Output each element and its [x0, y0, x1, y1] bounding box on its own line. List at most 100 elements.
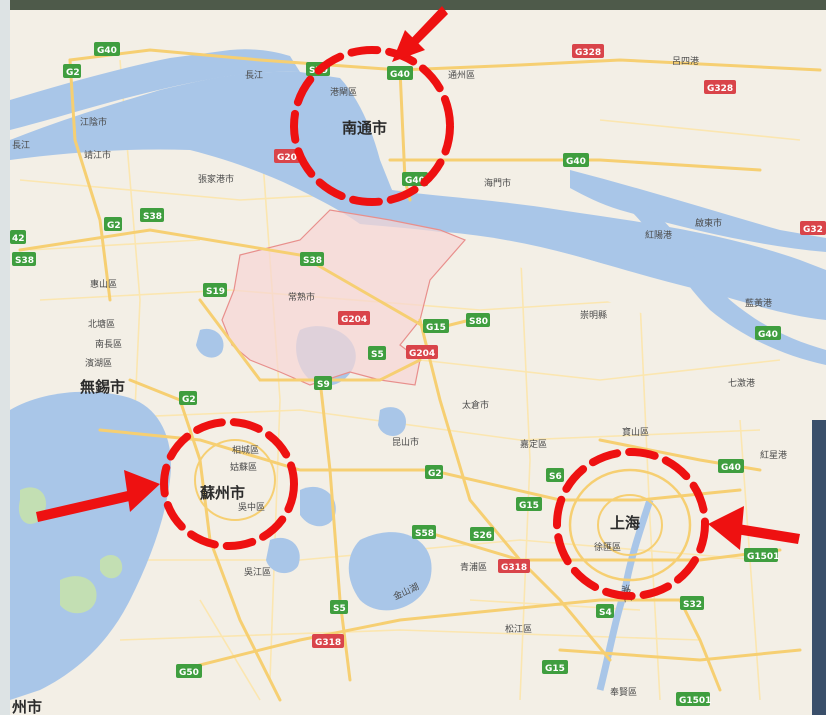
- shield-s80: S80: [466, 313, 490, 327]
- lake-dianshan: [348, 532, 432, 611]
- city-label-minor: 姑蘇區: [230, 461, 257, 473]
- lake-island-b: [100, 555, 123, 579]
- river-east-branch: [630, 200, 826, 365]
- shield-s4: S4: [596, 604, 614, 618]
- city-label-minor: 南長區: [95, 338, 122, 350]
- city-label-minor: 太倉市: [462, 399, 489, 411]
- city-label-minor: 港閘區: [330, 86, 357, 98]
- shield-g204: G204: [338, 311, 370, 325]
- svg-text:G40: G40: [566, 157, 586, 167]
- annotation-circles: [160, 46, 709, 600]
- national-road-shields: G328 G328 G204 G204 G318 G318 G20 G32: [274, 44, 826, 648]
- svg-text:G204: G204: [409, 349, 435, 359]
- svg-text:G328: G328: [575, 48, 601, 58]
- shield-s9: S9: [314, 376, 332, 390]
- shield-s5: S5: [330, 600, 348, 614]
- svg-text:G15: G15: [426, 323, 446, 333]
- svg-text:S4: S4: [599, 608, 612, 618]
- svg-text:G32: G32: [803, 225, 823, 235]
- svg-text:S80: S80: [469, 317, 488, 327]
- svg-text:S38: S38: [303, 256, 322, 266]
- shield-g2: G2: [179, 391, 197, 405]
- shield-g40: G40: [755, 326, 781, 340]
- shield-g15: G15: [516, 497, 542, 511]
- city-label-minor: 徐匯區: [594, 541, 621, 553]
- lake-small-4: [378, 407, 406, 436]
- arrow-to-suzhou: [36, 470, 160, 522]
- shield-g15: G15: [542, 660, 568, 674]
- city-label-minor: 昆山市: [392, 436, 419, 448]
- svg-text:G2: G2: [428, 469, 442, 479]
- city-label-minor: 藍黃港: [745, 297, 772, 309]
- shield-g318: G318: [312, 634, 344, 648]
- svg-text:G40: G40: [390, 70, 410, 80]
- city-label-minor: 北塘區: [88, 318, 115, 330]
- city-label-wuxi: 無錫市: [80, 378, 125, 396]
- shield-g2: G2: [425, 465, 443, 479]
- shield-g32: G32: [800, 221, 826, 235]
- lake-small-1: [300, 486, 336, 527]
- city-label-minor: 呂四港: [672, 55, 699, 67]
- nantong-waterfront: [320, 112, 395, 200]
- svg-text:S19: S19: [206, 287, 225, 297]
- shanghai-inner-ring: [597, 494, 663, 556]
- shield-g1501: G1501: [744, 548, 779, 562]
- shanghai-ring-road: [568, 468, 692, 582]
- city-label-minor: 吳中區: [238, 501, 265, 513]
- shield-s38: S38: [300, 252, 324, 266]
- svg-text:S32: S32: [683, 600, 702, 610]
- svg-text:G20: G20: [277, 153, 297, 163]
- taihu-lake: [10, 391, 171, 700]
- city-label-nantong: 南通市: [342, 119, 387, 137]
- city-label-shanghai: 上海: [610, 514, 640, 532]
- shield-g40: G40: [94, 42, 120, 56]
- shield-g328: G328: [572, 44, 604, 58]
- lake-island-a: [60, 576, 97, 614]
- city-label-minor: 濱湖區: [85, 357, 112, 369]
- city-label-minor: 惠山區: [90, 278, 117, 290]
- svg-text:S38: S38: [143, 212, 162, 222]
- svg-text:G40: G40: [405, 176, 425, 186]
- city-label-minor: 啟東市: [695, 217, 722, 229]
- shield-s32: S32: [680, 596, 704, 610]
- city-label-minor: 靖江市: [84, 149, 111, 161]
- svg-text:S6: S6: [549, 472, 562, 482]
- arrow-to-nantong: [392, 6, 448, 62]
- svg-text:G15: G15: [545, 664, 565, 674]
- shield-g50: G50: [176, 664, 202, 678]
- shield-g1501: G1501: [676, 692, 711, 706]
- city-label-minor: 吳江區: [244, 567, 271, 578]
- lake-small-2: [266, 537, 300, 574]
- shield-g318: G318: [498, 559, 530, 573]
- svg-text:G204: G204: [341, 315, 367, 325]
- svg-text:G2: G2: [182, 395, 196, 405]
- shield-g328: G328: [704, 80, 736, 94]
- annotation-circle-shanghai: [553, 448, 709, 600]
- shield-g40: G40: [563, 153, 589, 167]
- shield-g40: G40: [718, 459, 744, 473]
- city-label-minor: 海門市: [484, 177, 511, 189]
- city-label-minor: 通州區: [448, 70, 475, 81]
- expressway-shields: G40 G40 G40 G40 G40 G40 G2 G2 G2 G2 S79 …: [10, 42, 781, 706]
- suzhou-ring-road: [194, 439, 276, 521]
- shield-g20: G20: [274, 149, 300, 163]
- river-channel-east: [570, 170, 826, 252]
- shield-g2: G2: [104, 217, 122, 231]
- svg-text:G15: G15: [519, 501, 539, 511]
- minor-city-labels: 江陰市 張家港市 靖江市 常熟市 港閘區 通州區 海門市 啟東市 崇明縣 太倉市…: [80, 55, 787, 698]
- shield-s38: S38: [12, 252, 36, 266]
- city-label-minor: 相城區: [232, 444, 259, 456]
- svg-text:G318: G318: [501, 563, 527, 573]
- city-label-minor: 常熟市: [288, 291, 315, 303]
- svg-text:G1501: G1501: [679, 696, 711, 706]
- city-label-minor: 嘉定區: [520, 438, 547, 450]
- lake-small-3: [196, 328, 224, 358]
- city-label-minor: 張家港市: [198, 173, 234, 185]
- shield-s38: S38: [140, 208, 164, 222]
- svg-text:G50: G50: [179, 668, 199, 678]
- top-border: [0, 0, 826, 10]
- svg-text:S38: S38: [15, 256, 34, 266]
- city-label-suzhou: 蘇州市: [199, 484, 245, 502]
